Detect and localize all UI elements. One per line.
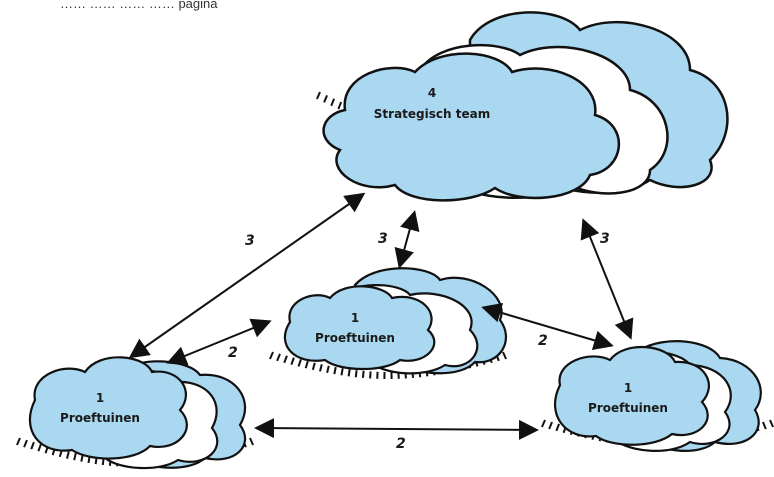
hatch-tick xyxy=(330,98,336,107)
hatch-tick xyxy=(290,357,295,365)
hatch-tick xyxy=(269,351,274,360)
edge-label-strategic-center: 3 xyxy=(378,231,388,247)
hatch-tick xyxy=(502,351,507,360)
hatch-tick xyxy=(333,366,337,375)
arrow-left-right xyxy=(254,418,539,440)
hatch-tick xyxy=(337,101,343,110)
hatch-tick xyxy=(304,360,309,369)
hatch-tick xyxy=(283,355,288,364)
hatch-tick xyxy=(548,421,553,430)
hatch-tick xyxy=(347,369,351,377)
hatch-tick xyxy=(297,359,302,367)
hatch-tick xyxy=(769,419,774,428)
hatch-tick xyxy=(361,370,365,378)
edge-label-left-right: 2 xyxy=(396,436,406,452)
cloud-proeftuinen-center: 1 Proeftuinen xyxy=(269,267,507,379)
center-number: 1 xyxy=(351,311,359,325)
hatch-tick xyxy=(66,451,70,459)
arrow-center-right xyxy=(481,302,614,351)
hatch-tick xyxy=(30,441,35,450)
hatch-tick xyxy=(323,94,328,103)
arrow-left-center xyxy=(166,318,272,366)
hatch-tick xyxy=(249,437,254,446)
cloud-strategisch-team: 4 Strategisch team xyxy=(316,11,729,202)
center-name: Proeftuinen xyxy=(315,331,395,345)
hatch-tick xyxy=(541,419,546,428)
hatch-tick xyxy=(354,370,358,378)
hatch-tick xyxy=(555,423,560,432)
hatch-tick xyxy=(319,364,323,372)
cloud-proeftuinen-right: 1 Proeftuinen xyxy=(541,340,774,452)
hatch-tick xyxy=(311,362,316,371)
header-fragment: …… …… …… …… pagina xyxy=(60,0,218,11)
hatch-tick xyxy=(276,353,281,362)
hatch-tick xyxy=(762,421,767,430)
strategic-name: Strategisch team xyxy=(374,107,490,121)
arrow-strategic-right xyxy=(580,218,634,340)
edge-label-strategic-left: 3 xyxy=(245,233,255,249)
right-name: Proeftuinen xyxy=(588,401,668,415)
arrow-strategic-center xyxy=(394,210,420,269)
hatch-tick xyxy=(37,443,42,452)
hatch-tick xyxy=(340,368,344,376)
left-name: Proeftuinen xyxy=(60,411,140,425)
strategic-number: 4 xyxy=(428,86,436,100)
hatch-tick xyxy=(316,91,321,100)
edge-label-strategic-right: 3 xyxy=(600,231,610,247)
hatch-tick xyxy=(326,365,330,374)
hatch-tick xyxy=(16,437,21,446)
hatch-tick xyxy=(73,452,77,461)
right-number: 1 xyxy=(624,381,632,395)
cloud-proeftuinen-left: 1 Proeftuinen xyxy=(16,356,254,470)
hatch-tick xyxy=(23,439,28,448)
edge-label-left-center: 2 xyxy=(228,345,238,361)
edge-label-center-right: 2 xyxy=(538,333,548,349)
left-number: 1 xyxy=(96,391,104,405)
